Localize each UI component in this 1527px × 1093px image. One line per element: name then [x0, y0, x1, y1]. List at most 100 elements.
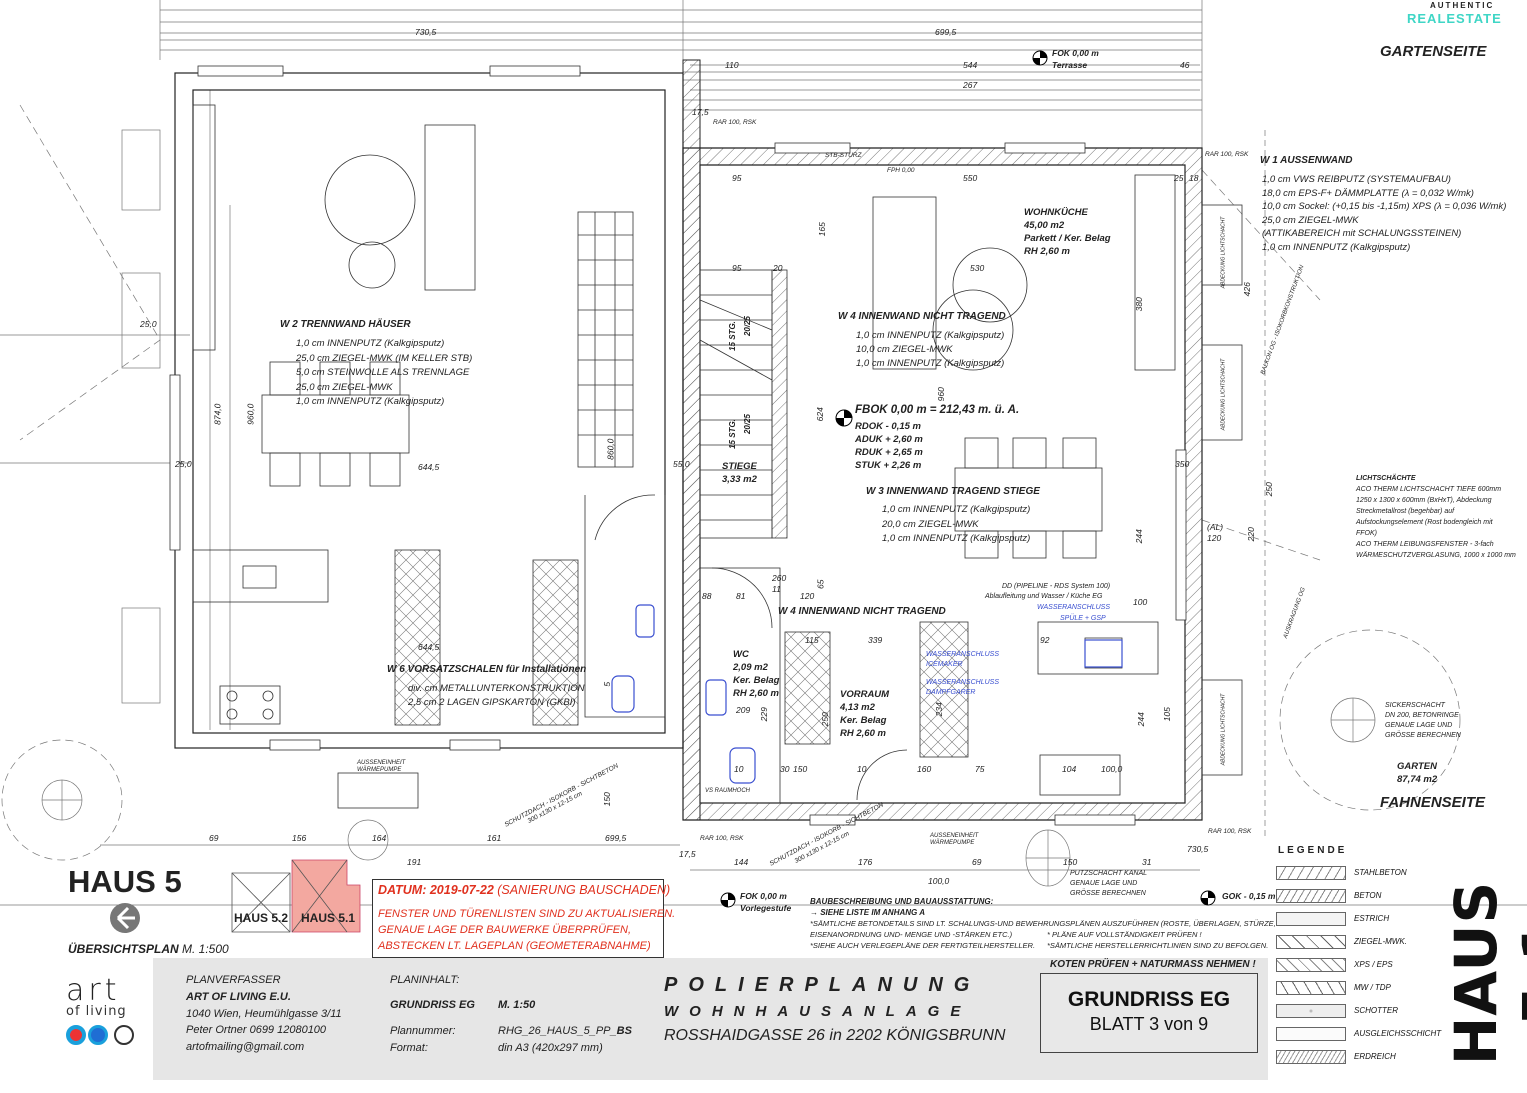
note-vs-raumhoch: VS RAUMHOCH: [705, 788, 751, 794]
dimension-label: 191: [407, 857, 422, 867]
note-stb-sturz: STB-STURZ: [825, 152, 862, 159]
room-label-line: WC: [733, 649, 749, 660]
room-label-line: Parkett / Ker. Belag: [1024, 233, 1111, 244]
room-label-line: 87,74 m2: [1397, 774, 1438, 785]
stair-a-ratio: 20/25: [743, 315, 753, 337]
dimension-label: 960,0: [245, 403, 256, 425]
wall-spec-line: 1,0 cm INNENPUTZ (Kalkgipsputz): [296, 338, 445, 349]
dimension-label: 25: [1174, 173, 1184, 183]
note-water-sink-1: WASSERANSCHLUSS: [1037, 604, 1111, 611]
dimension-label: 69: [972, 857, 982, 867]
note-water-steam-1: WASSERANSCHLUSS: [926, 679, 1000, 686]
room-label-line: STIEGE: [722, 461, 757, 472]
note-water-ice-1: WASSERANSCHLUSS: [926, 651, 1000, 658]
check-note: KOTEN PRÜFEN + NATURMASS NEHMEN !: [1050, 959, 1256, 970]
dimension-label: 156: [292, 833, 307, 843]
wall-spec-line: 1,0 cm INNENPUTZ (Kalkgipsputz): [882, 504, 1031, 515]
note-line: GENAUE LAGE UND: [1070, 880, 1138, 887]
company-contact: Peter Ortner 0699 12080100: [186, 1024, 327, 1036]
wall-w1-title: W 1 AUSSENWAND: [1260, 155, 1353, 166]
baubeschreibung-line-4: * PLÄNE AUF VOLLSTÄNDIGKEIT PRÜFEN !: [1047, 930, 1202, 939]
dimension-label: 161: [487, 833, 502, 843]
baubeschreibung-line-1: *SÄMTLICHE BETONDETAILS SIND LT. SCHALUN…: [810, 919, 1276, 928]
wall-spec-line: 1,0 cm VWS REIBPUTZ (SYSTEMAUFBAU): [1262, 174, 1451, 185]
note-line: PUTZSCHACHT KANAL: [1070, 870, 1148, 877]
legend-label: SCHOTTER: [1354, 1006, 1398, 1015]
dimension-label: 699,5: [935, 27, 957, 37]
legend-label: ERDREICH: [1354, 1052, 1396, 1061]
legend-swatch: [1276, 866, 1346, 880]
company-logo-art: art: [66, 973, 121, 1008]
dimension-label: 150: [793, 764, 808, 774]
note-line: Aufstockungselement (Rost bodengleich mi…: [1356, 519, 1493, 526]
wall-spec-line: 1,0 cm INNENPUTZ (Kalkgipsputz): [856, 330, 1005, 341]
company-address: 1040 Wien, Heumühlgasse 3/11: [186, 1008, 342, 1020]
note-line: DN 200, BETONRINGE: [1385, 712, 1459, 719]
baubeschreibung-ref: → SIEHE LISTE IM ANHANG A: [810, 908, 925, 917]
room-label-line: GARTEN: [1397, 761, 1437, 772]
wall-w3-title: W 3 INNENWAND TRAGEND STIEGE: [866, 486, 1040, 497]
stair-a-count: 15 STG.: [727, 321, 737, 351]
dimension-label: 100,0: [1101, 764, 1123, 774]
legend-swatch: [1276, 889, 1346, 903]
elevation-terrace-sub: Terrasse: [1052, 60, 1088, 70]
dimension-label: 176: [858, 857, 873, 867]
note-line: ACO THERM LICHTSCHACHT TIEFE 600mm: [1356, 486, 1502, 493]
project-title: POLIERPLANUNG: [664, 974, 981, 996]
dimension-label: 144: [734, 857, 749, 867]
wall-spec-line: 1,0 cm INNENPUTZ (Kalkgipsputz): [296, 396, 445, 407]
format-label: Format:: [390, 1042, 428, 1054]
note-ausseneinheit-right-2: WÄRMEPUMPE: [930, 840, 975, 846]
legend-item: XPS / EPS: [1276, 958, 1476, 972]
room-label-line: 45,00 m2: [1024, 220, 1065, 231]
wall-spec-line: 25,0 cm ZIEGEL-MWK: [1262, 214, 1359, 226]
planinhalt-label: PLANINHALT:: [390, 974, 460, 986]
revision-date: DATUM: 2019-07-22 (SANIERUNG BAUSCHADEN): [378, 884, 670, 897]
sheet-number: BLATT 3 von 9: [1089, 1014, 1209, 1034]
dimension-label: 115: [805, 635, 819, 645]
dimension-label: 75: [975, 764, 985, 774]
note-rar-1: RAR 100, RSK: [713, 119, 757, 126]
dimension-label: 250: [819, 712, 830, 727]
dimension-label: 150: [1063, 857, 1078, 867]
dimension-label: 55,0: [673, 459, 690, 469]
legend-label: ESTRICH: [1354, 914, 1390, 923]
dimension-label: 5: [602, 681, 613, 687]
note-line: GRÖSSE BERECHNEN: [1070, 890, 1146, 897]
wall-spec-line: 18,0 cm EPS-F+ DÄMMPLATTE (λ = 0,032 W/m…: [1262, 187, 1474, 199]
wall-spec-line: 10,0 cm Sockel: (+0,15 bis -1,15m) XPS (…: [1262, 201, 1507, 212]
revision-reason: (SANIERUNG BAUSCHADEN): [493, 883, 671, 897]
dimension-label: 46: [1180, 60, 1190, 70]
dimension-label: (AL): [1207, 522, 1224, 532]
dimension-label: 229: [758, 707, 769, 722]
legend-label: AUSGLEICHSSCHICHT: [1354, 1029, 1442, 1038]
planverfasser-label: PLANVERFASSER: [186, 974, 281, 986]
company-logo-sub: of living: [66, 1004, 127, 1019]
dimension-label: 260: [772, 573, 787, 583]
note-water-ice-2: ICEMAKER: [926, 661, 963, 668]
wall-w4-title: W 4 INNENWAND NICHT TRAGEND: [838, 311, 1006, 322]
dimension-label: 17,5: [679, 849, 696, 859]
level-line: ADUK + 2,60 m: [855, 434, 923, 445]
elevation-ground: GOK - 0,15 m: [1222, 891, 1276, 901]
plannummer-value: RHG_26_HAUS_5_PP_BS: [498, 1026, 632, 1037]
legend-swatch: [1276, 1050, 1346, 1064]
dimension-label: 95: [732, 263, 742, 273]
dimension-label: 10: [857, 764, 867, 774]
orientation-top: GARTENSEITE: [1380, 43, 1487, 60]
wall-spec-line: 5,0 cm STEINWOLLE ALS TRENNLAGE: [296, 367, 470, 378]
orientation-bottom: FAHNENSEITE: [1380, 794, 1486, 811]
legend-swatch: [1276, 981, 1346, 995]
dimension-label: 730,5: [1187, 844, 1209, 854]
room-label-line: RH 2,60 m: [840, 728, 886, 739]
revision-line-3: ABSTECKEN LT. LAGEPLAN (GEOMETERABNAHME): [378, 940, 651, 952]
note-fph: FPH 0,00: [887, 167, 915, 174]
room-label-line: RH 2,60 m: [733, 688, 779, 699]
dimension-label: 250: [1263, 482, 1274, 497]
brand-logo: AUTHENTIC: [1430, 1, 1495, 10]
note-pipeline-1: DD (PIPELINE - RDS System 100): [1002, 583, 1111, 590]
dimension-label: 100,0: [928, 876, 950, 886]
room-label-line: RH 2,60 m: [1024, 246, 1070, 257]
legend-swatch: [1276, 958, 1346, 972]
